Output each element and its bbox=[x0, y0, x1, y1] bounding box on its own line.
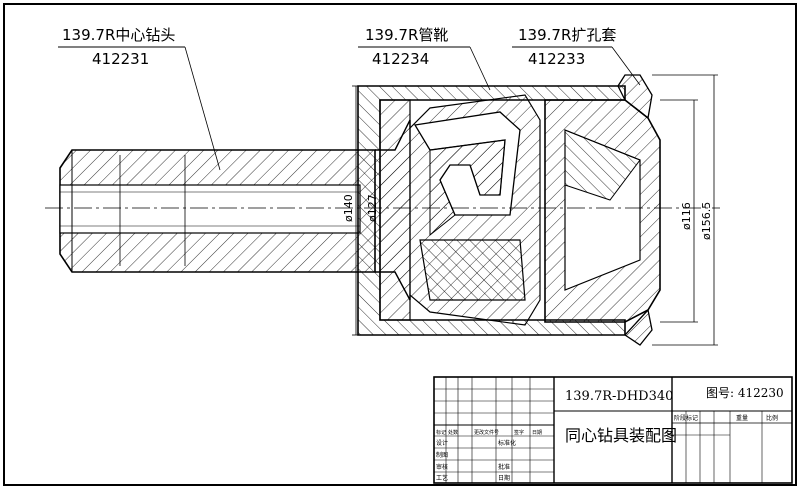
revision-label: 处数 bbox=[448, 429, 458, 436]
callout-code: 412234 bbox=[372, 50, 429, 68]
header-label: 阶段标记 bbox=[674, 414, 698, 422]
sign-label: 设计 bbox=[436, 439, 448, 447]
approval-label: 标准化 bbox=[498, 439, 516, 447]
approval-label: 日期 bbox=[498, 474, 510, 482]
sign-label: 制图 bbox=[436, 451, 448, 459]
drawing-number: 图号: 412230 bbox=[706, 386, 784, 400]
sheet-border bbox=[3, 3, 797, 486]
title-block bbox=[433, 376, 793, 484]
header-label: 重量 bbox=[736, 414, 748, 422]
dim-d116: ø116 bbox=[680, 202, 693, 230]
dimension-lines bbox=[352, 74, 718, 346]
eccentric-wing-part bbox=[413, 111, 526, 301]
header-label: 比例 bbox=[766, 414, 778, 422]
model-number: 139.7R-DHD340 bbox=[565, 389, 673, 404]
drawing-title: 同心钻具装配图 bbox=[565, 426, 677, 445]
dim-d156: ø156.5 bbox=[700, 202, 713, 240]
approval-label: 批准 bbox=[498, 463, 510, 471]
revision-label: 日期 bbox=[532, 430, 542, 436]
callout-name: 139.7R管靴 bbox=[365, 26, 448, 44]
callout-code: 412231 bbox=[92, 50, 149, 68]
dim-d127: ø127 bbox=[366, 194, 379, 222]
revision-label: 更改文件号 bbox=[474, 429, 499, 436]
revision-label: 标记 bbox=[436, 429, 446, 436]
reamer-sleeve-part bbox=[544, 74, 661, 346]
callout-name: 139.7R中心钻头 bbox=[62, 26, 175, 44]
sign-label: 审核 bbox=[436, 463, 448, 471]
callout-code: 412233 bbox=[528, 50, 585, 68]
revision-label: 签字 bbox=[514, 429, 524, 436]
callout-name: 139.7R扩孔套 bbox=[518, 26, 616, 44]
callout-reamer-sleeve: 139.7R扩孔套 412233 bbox=[512, 26, 641, 86]
callout-center-drill-bit: 139.7R中心钻头 412231 bbox=[58, 26, 221, 171]
callout-casing-shoe: 139.7R管靴 412234 bbox=[358, 26, 491, 91]
sign-label: 工艺 bbox=[436, 474, 448, 482]
dim-d140: ø140 bbox=[342, 194, 355, 222]
